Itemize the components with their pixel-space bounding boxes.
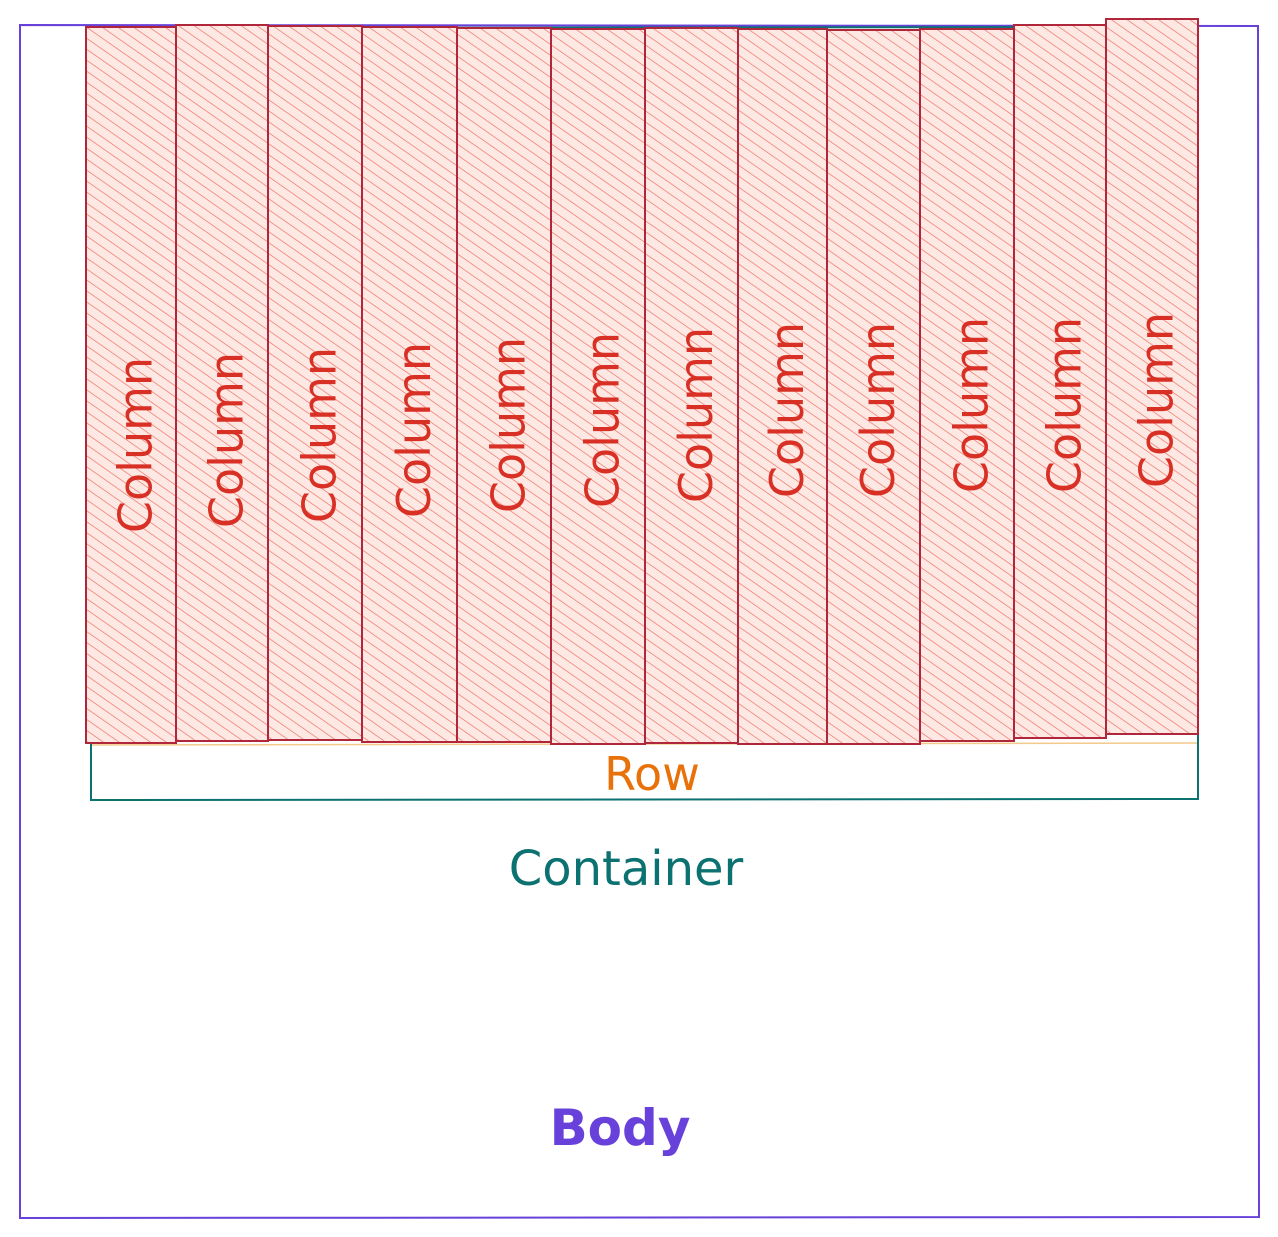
column-1: Column [85, 26, 177, 744]
column-label: Column [387, 342, 441, 518]
column-11: Column [1013, 24, 1107, 739]
column-7: Column [644, 27, 739, 744]
column-box [456, 27, 552, 743]
column-2: Column [175, 24, 269, 742]
column-box [919, 28, 1015, 742]
column-label: Column [945, 317, 999, 493]
column-label: Column [293, 347, 347, 523]
column-5: Column [456, 27, 552, 743]
column-label: Column [760, 322, 814, 498]
column-box [1013, 24, 1107, 739]
column-label: Column [576, 332, 630, 508]
column-9: Column [826, 29, 921, 745]
column-box [737, 28, 828, 745]
column-label: Column [669, 327, 723, 503]
column-label: Column [1038, 317, 1092, 493]
container-label: Container [509, 841, 744, 897]
column-box [361, 26, 458, 743]
columns-group: Column Column Column Column Column Column Colu… [85, 18, 1199, 745]
column-box [550, 28, 646, 745]
row-label: Row [604, 747, 700, 801]
column-label: Column [1130, 312, 1184, 488]
column-label: Column [109, 357, 163, 533]
column-box [267, 25, 363, 741]
column-12: Column [1105, 18, 1199, 735]
column-box [175, 24, 269, 742]
column-10: Column [919, 28, 1015, 742]
body-box [19, 23, 1261, 1220]
column-label: Column [200, 352, 254, 528]
body-label: Body [550, 1099, 691, 1157]
column-box [826, 29, 921, 745]
column-4: Column [361, 26, 458, 743]
column-box [1105, 18, 1199, 735]
column-label: Column [851, 322, 905, 498]
column-6: Column [550, 28, 646, 745]
column-label: Column [482, 337, 536, 513]
column-8: Column [737, 28, 828, 745]
column-3: Column [267, 25, 363, 741]
column-box [85, 26, 177, 744]
column-box [644, 27, 739, 744]
